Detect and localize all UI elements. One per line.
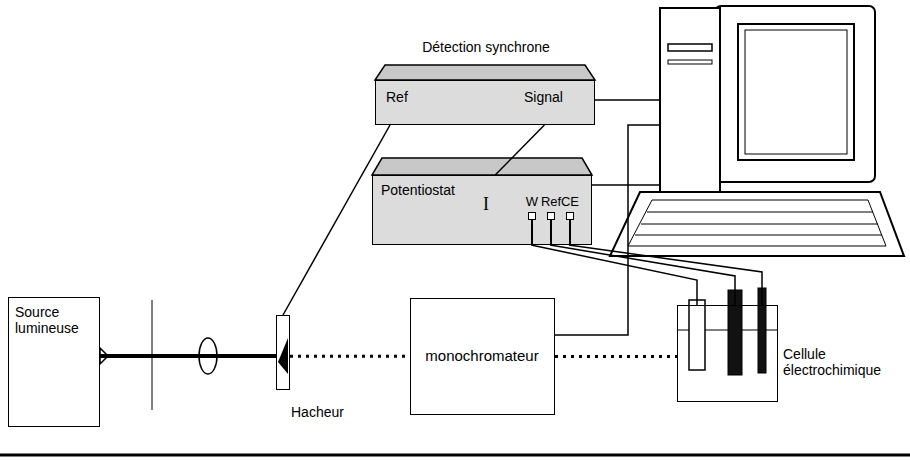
- cable: [592, 184, 660, 186]
- box-top-face: [375, 65, 595, 80]
- keyboard-row: [635, 235, 882, 236]
- part-label: Cellule électrochimique: [783, 346, 881, 378]
- terminal: [566, 212, 574, 220]
- wire: [531, 245, 697, 305]
- keyboard-row: [641, 224, 878, 225]
- monitor: [715, 6, 875, 182]
- terminal: [547, 212, 555, 220]
- box-label: Source lumineuse: [15, 304, 95, 336]
- wire: [550, 245, 735, 305]
- keyboard-keys: [628, 200, 886, 246]
- box-title: Potentiostat: [381, 182, 455, 198]
- light-source-box: Source lumineuse: [8, 297, 100, 427]
- wire: [569, 245, 762, 305]
- monochromator-box: monochromateur: [410, 298, 555, 415]
- bench-line: [0, 454, 910, 457]
- tower: [660, 8, 720, 218]
- terminal-wire: [550, 220, 552, 244]
- box-label: monochromateur: [425, 347, 538, 364]
- working-electrode: [689, 300, 705, 370]
- port-label: Ref: [386, 89, 408, 105]
- light-beam: [555, 355, 677, 358]
- terminal: [528, 212, 536, 220]
- screen: [738, 24, 854, 160]
- drive-slot: [668, 60, 712, 64]
- terminal-label: W: [526, 195, 538, 210]
- chopper-blade: [278, 338, 288, 374]
- chopper: Hacheur: [276, 315, 290, 390]
- wire: [495, 125, 544, 175]
- computer: [610, 6, 904, 256]
- part-label: Hacheur: [291, 404, 344, 420]
- light-beam: [100, 354, 276, 358]
- drive-slot: [668, 44, 712, 51]
- box-top-face: [372, 158, 592, 175]
- chopper-blade: [277, 316, 288, 388]
- light-beam: [290, 355, 410, 358]
- electrochemical-cell: Cellule électrochimique: [677, 305, 778, 402]
- cable: [595, 99, 660, 101]
- terminal-label: Ref: [541, 195, 561, 210]
- potentiostat-box: PotentiostatI WRefCE: [372, 175, 592, 245]
- port-label: I: [483, 194, 489, 215]
- terminal-wire: [531, 220, 533, 244]
- terminal-wire: [569, 220, 571, 244]
- terminal-label: CE: [561, 195, 579, 210]
- screen-inner: [745, 30, 847, 154]
- keyboard-row: [647, 212, 873, 213]
- lock-in-box: Détection synchroneRefSignal: [375, 80, 595, 125]
- port-label: Signal: [524, 89, 563, 105]
- box-title: Détection synchrone: [422, 39, 550, 55]
- keyboard: [610, 192, 904, 256]
